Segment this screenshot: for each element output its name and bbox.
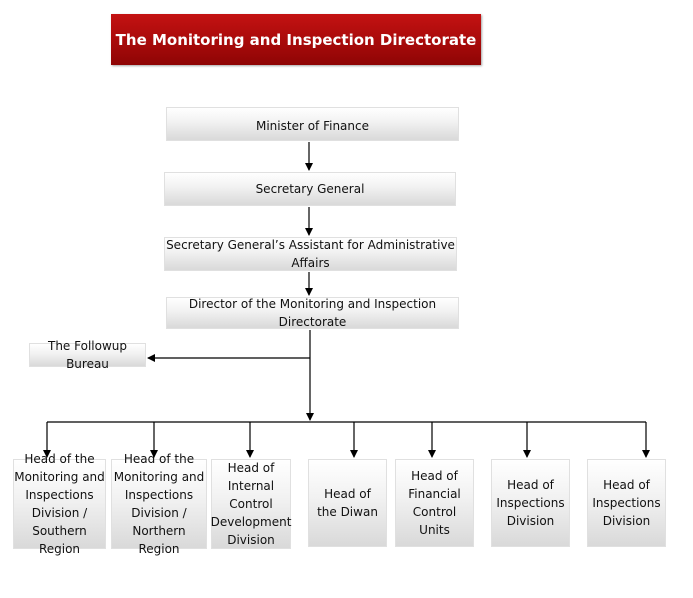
assistant-box: Secretary General’s Assistant for Admini… (164, 237, 457, 271)
minister-box: Minister of Finance (166, 107, 459, 141)
division-box-financial-control: Head of Financial Control Units (395, 459, 474, 547)
division-box-diwan: Head of the Diwan (308, 459, 387, 547)
director-box: Director of the Monitoring and Inspectio… (166, 297, 459, 329)
diagram-title: The Monitoring and Inspection Directorat… (111, 14, 481, 65)
division-box-inspections-1: Head of Inspections Division (491, 459, 570, 547)
division-box-internal-control: Head of Internal Control Development Div… (210, 459, 292, 549)
secretary-general-box: Secretary General (164, 172, 456, 206)
followup-bureau-box: The Followup Bureau (29, 339, 146, 371)
division-box-inspections-2: Head of Inspections Division (587, 459, 666, 547)
